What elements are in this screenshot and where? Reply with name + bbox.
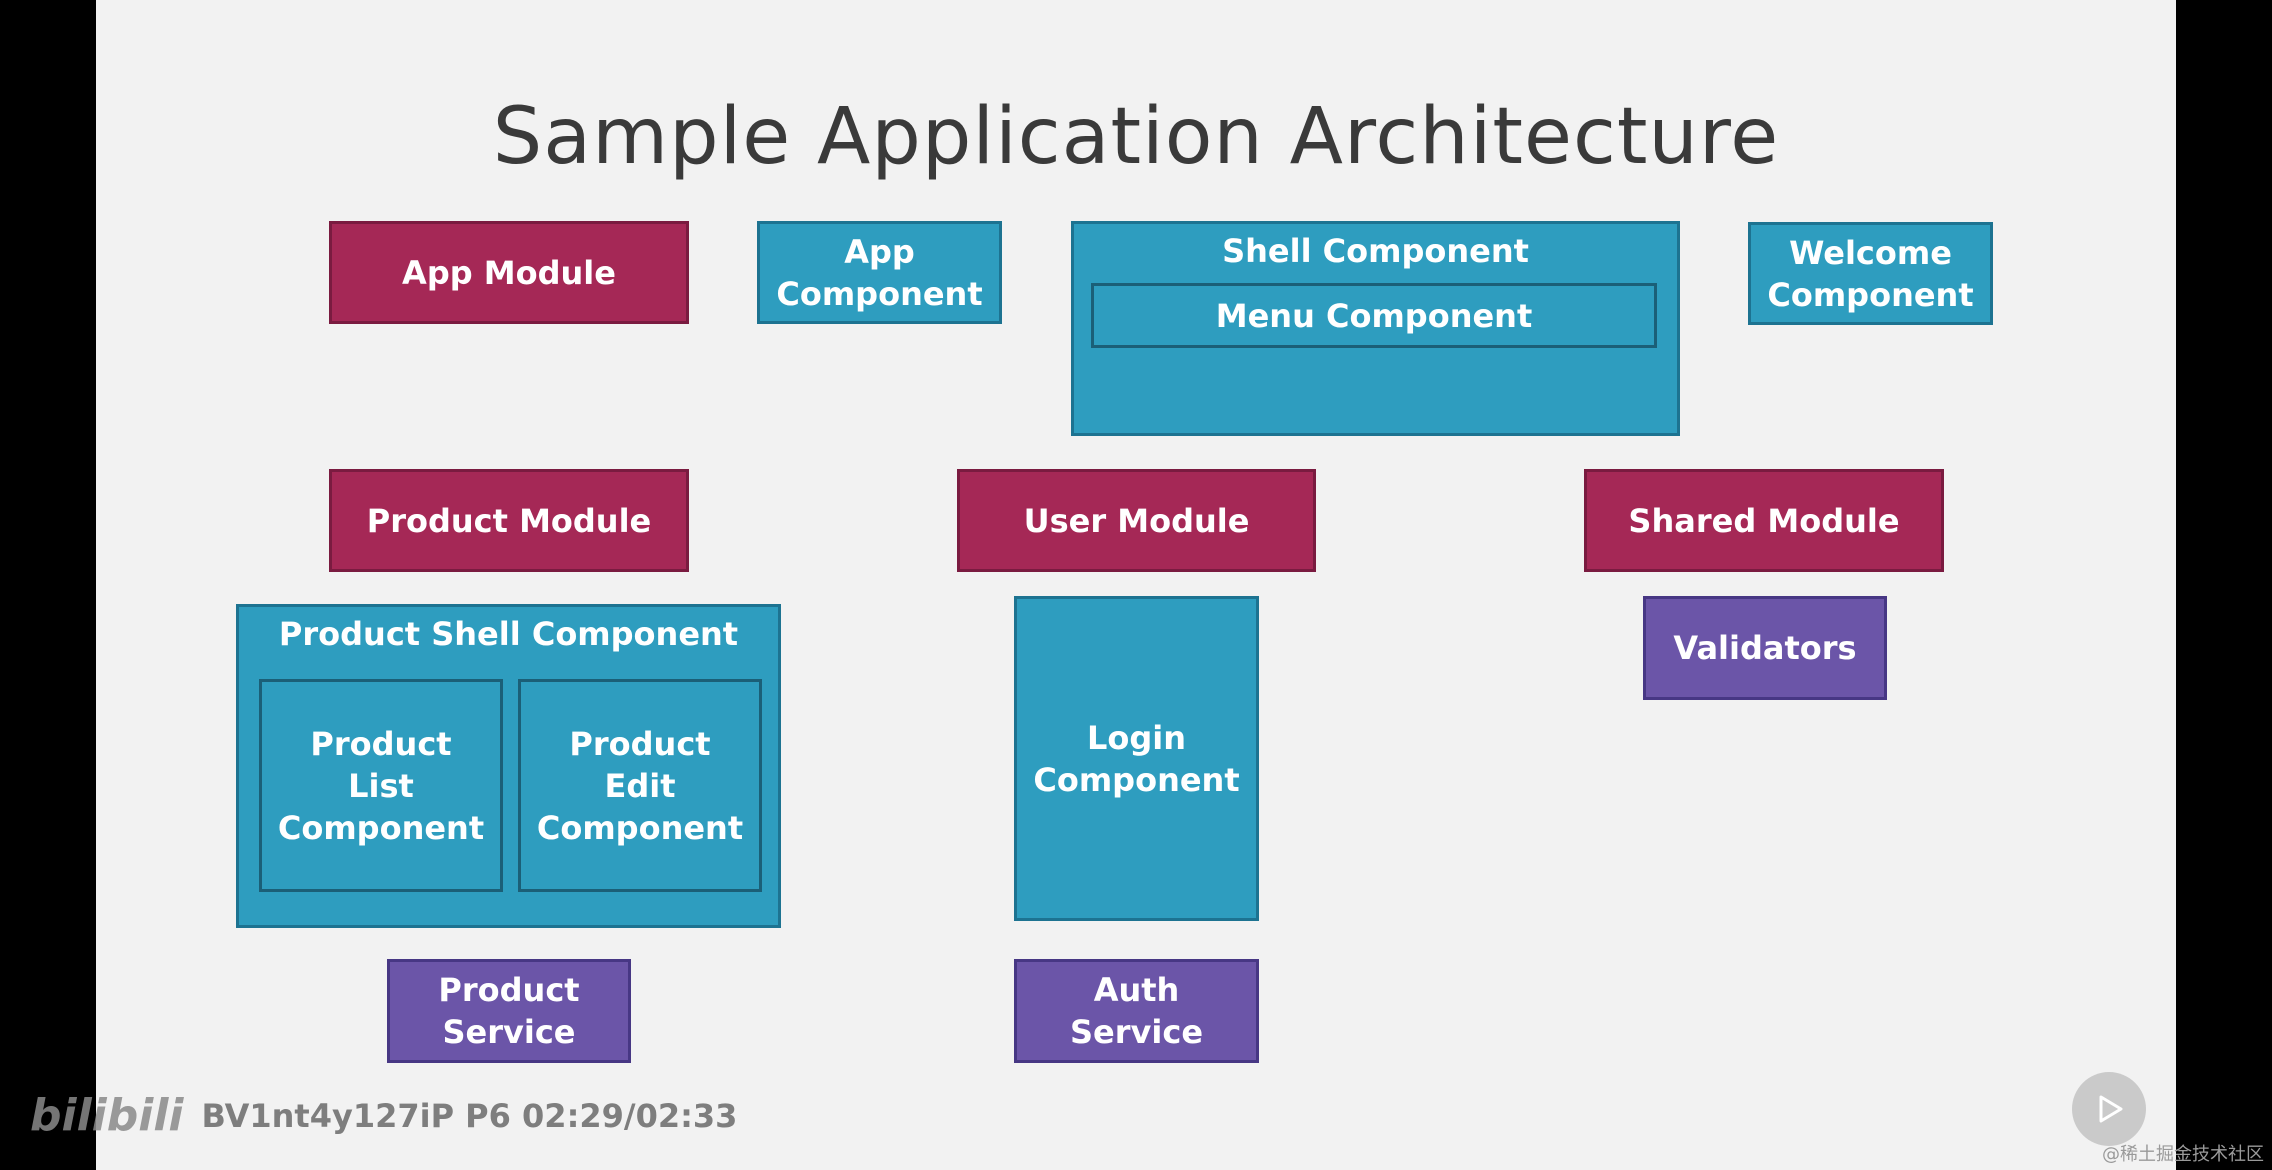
login-component-box: Login Component <box>1014 596 1259 921</box>
welcome-component-label: Welcome Component <box>1767 233 1974 314</box>
welcome-component-box: Welcome Component <box>1748 222 1993 325</box>
login-component-label: Login Component <box>1033 718 1240 799</box>
product-edit-component-label: Product Edit Component <box>536 724 744 847</box>
product-module-box: Product Module <box>329 469 689 572</box>
product-service-box: Product Service <box>387 959 631 1063</box>
corner-watermark: @稀土掘金技术社区 <box>2102 1144 2264 1165</box>
menu-component-box: Menu Component <box>1091 283 1657 348</box>
bilibili-logo: bilibili <box>30 1090 184 1141</box>
product-list-component-box: Product List Component <box>259 679 503 892</box>
shared-module-label: Shared Module <box>1628 501 1900 540</box>
validators-box: Validators <box>1643 596 1887 700</box>
app-module-label: App Module <box>402 253 616 292</box>
app-component-box: App Component <box>757 221 1002 324</box>
auth-service-label: Auth Service <box>1069 971 1204 1051</box>
app-component-label: App Component <box>776 232 983 313</box>
validators-label: Validators <box>1673 629 1857 667</box>
user-module-label: User Module <box>1023 501 1250 540</box>
product-module-label: Product Module <box>366 501 652 540</box>
product-edit-component-box: Product Edit Component <box>518 679 762 892</box>
video-watermark: bilibili BV1nt4y127iP P6 02:29/02:33 <box>30 1090 737 1141</box>
product-service-label: Product Service <box>438 971 580 1051</box>
menu-component-label: Menu Component <box>1215 296 1533 335</box>
product-list-component-label: Product List Component <box>277 724 485 847</box>
user-module-box: User Module <box>957 469 1316 572</box>
play-button[interactable] <box>2072 1072 2146 1146</box>
shell-component-label: Shell Component <box>1222 232 1529 270</box>
diagram-title: Sample Application Architecture <box>492 92 1780 182</box>
app-module-box: App Module <box>329 221 689 324</box>
video-id-text: BV1nt4y127iP P6 02:29/02:33 <box>201 1096 738 1135</box>
play-icon <box>2099 1095 2123 1123</box>
shared-module-box: Shared Module <box>1584 469 1944 572</box>
product-shell-component-label: Product Shell Component <box>278 615 739 653</box>
auth-service-box: Auth Service <box>1014 959 1259 1063</box>
